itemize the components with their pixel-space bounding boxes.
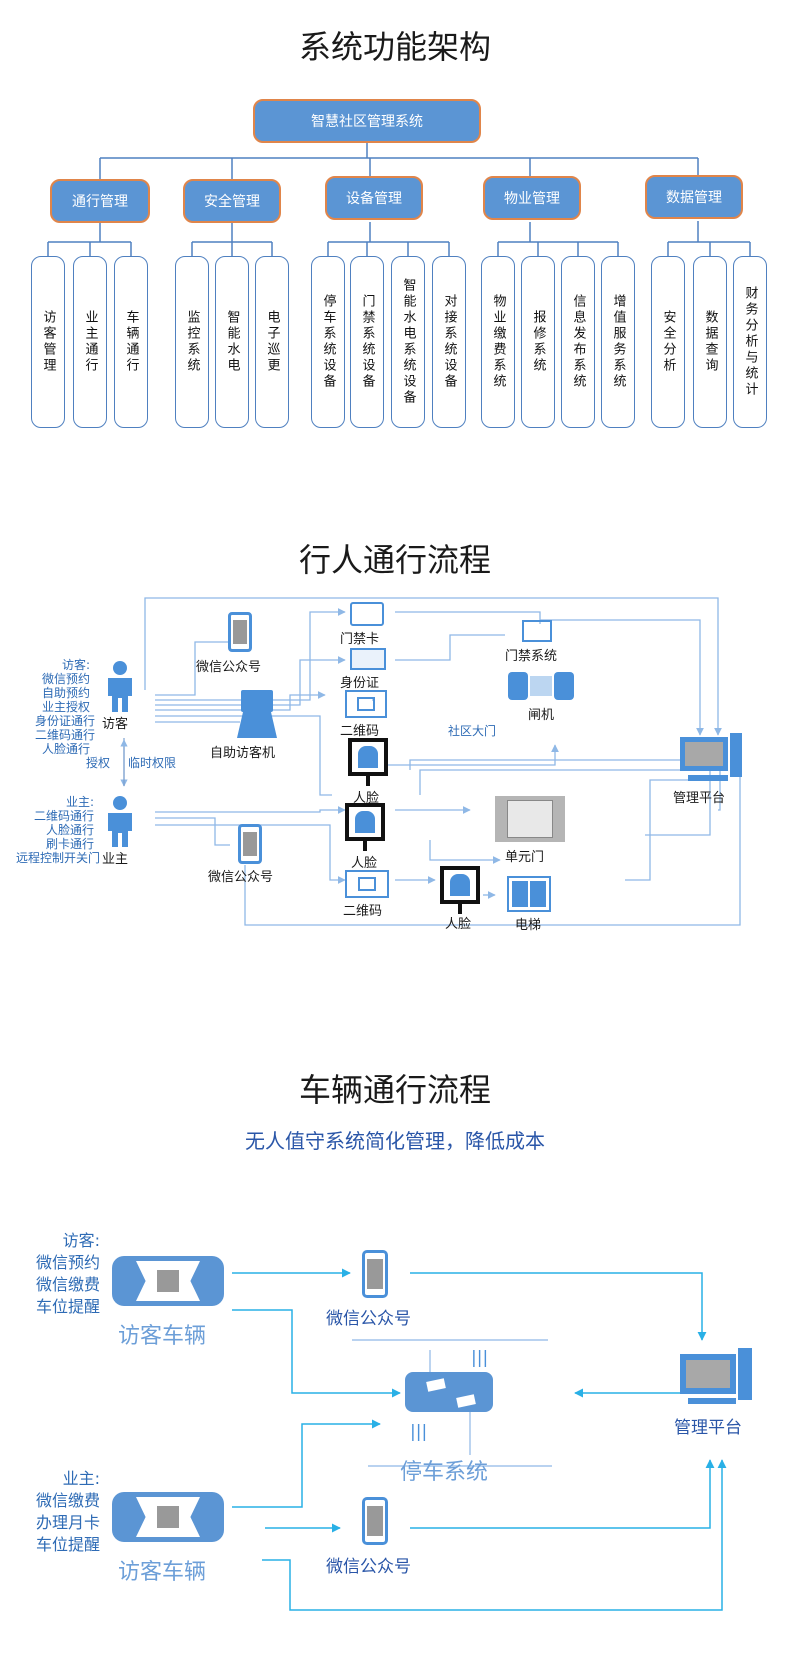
kiosk-label: 自助访客机: [210, 746, 276, 761]
owner-car-label: 访客车辆: [118, 1560, 207, 1585]
category-property: 物业管理: [483, 176, 581, 220]
face-label-2: 人脸: [351, 856, 378, 871]
leaf-node: 报修系统: [521, 256, 555, 428]
visitor-car-label: 访客车辆: [118, 1324, 207, 1349]
leaf-node: 监控系统: [175, 256, 209, 428]
vehicle-flow-subtitle: 无人值守系统简化管理，降低成本: [245, 1129, 545, 1153]
face-label-3: 人脸: [445, 917, 472, 932]
face-label-1: 人脸: [353, 791, 380, 806]
root-node: 智慧社区管理系统: [253, 99, 481, 143]
leaf-node: 车辆通行: [114, 256, 148, 428]
wechat-label-1: 微信公众号: [196, 660, 262, 675]
phone-icon: [362, 1497, 388, 1545]
visitor-notes: 访客: 微信预约 自助预约 业主授权 身份证通行 二维码通行 人脸通行: [35, 658, 96, 756]
face-scanner-icon: [440, 866, 480, 904]
idcard-label: 身份证: [340, 676, 380, 691]
qr-label-2: 二维码: [343, 904, 383, 919]
community-gate-label: 社区大门: [448, 724, 497, 738]
leaf-node: 增值服务系统: [601, 256, 635, 428]
parking-barrier-icon: [405, 1372, 493, 1412]
category-traffic: 通行管理: [50, 179, 150, 223]
pedestrian-flow-title: 行人通行流程: [298, 541, 491, 579]
scanner-stand: [458, 904, 462, 914]
elevator-label: 电梯: [515, 918, 542, 933]
visitor-label: 访客: [102, 717, 129, 732]
face-scanner-icon: [345, 803, 385, 841]
leaf-node: 信息发布系统: [561, 256, 595, 428]
car-icon: [112, 1256, 224, 1306]
leaf-node: 数据查询: [693, 256, 727, 428]
kiosk-icon: [237, 690, 277, 740]
leaf-node: 物业缴费系统: [481, 256, 515, 428]
scanner-stand: [363, 841, 367, 851]
temp-permission-label: 临时权限: [128, 756, 177, 770]
leaf-node: 智能水电系统设备: [391, 256, 425, 428]
scanner-stand: [366, 776, 370, 786]
id-card-icon: [350, 648, 386, 670]
unit-door-label: 单元门: [505, 850, 545, 865]
leaf-node: 智能水电: [215, 256, 249, 428]
parking-system-label: 停车系统: [400, 1460, 489, 1485]
turnstile-gate-icon: [508, 672, 574, 700]
qr-code-icon: [345, 870, 389, 898]
phone-icon: [238, 824, 262, 864]
phone-icon: [362, 1250, 388, 1298]
auth-label: 授权: [86, 756, 111, 770]
phone-icon: [228, 612, 252, 652]
visitor-person-icon: [108, 661, 132, 712]
vehicle-owner-notes: 业主: 微信缴费 办理月卡 车位提醒: [35, 1469, 100, 1554]
category-security: 安全管理: [183, 179, 281, 223]
leaf-node: 访客管理: [31, 256, 65, 428]
leaf-node: 停车系统设备: [311, 256, 345, 428]
vehicle-wechat-label-1: 微信公众号: [326, 1309, 411, 1329]
signal-bars-icon: |||: [410, 1422, 428, 1442]
leaf-node: 对接系统设备: [432, 256, 466, 428]
vehicle-platform-label: 管理平台: [674, 1418, 742, 1438]
access-system-icon: [522, 620, 552, 642]
leaf-node: 门禁系统设备: [350, 256, 384, 428]
wechat-label-2: 微信公众号: [208, 870, 274, 885]
leaf-node: 电子巡更: [255, 256, 289, 428]
owner-notes: 业主: 二维码通行 人脸通行 刷卡通行 远程控制开关门: [16, 795, 101, 865]
computer-icon: [680, 733, 742, 785]
platform-label: 管理平台: [673, 791, 726, 806]
signal-bars-icon: |||: [471, 1348, 489, 1368]
access-system-label: 门禁系统: [505, 649, 558, 664]
vehicle-wechat-label-2: 微信公众号: [326, 1557, 411, 1577]
architecture-title: 系统功能架构: [298, 28, 491, 66]
computer-icon: [680, 1348, 752, 1408]
leaf-node: 业主通行: [73, 256, 107, 428]
face-scanner-icon: [348, 738, 388, 776]
owner-label: 业主: [102, 852, 129, 867]
qr-label-1: 二维码: [340, 724, 380, 739]
gate-label: 闸机: [528, 708, 555, 723]
category-data: 数据管理: [645, 175, 743, 219]
card-label: 门禁卡: [340, 632, 380, 647]
vehicle-visitor-notes: 访客: 微信预约 微信缴费 车位提醒: [35, 1231, 100, 1316]
unit-door-icon: [495, 796, 565, 842]
car-icon: [112, 1492, 224, 1542]
leaf-node: 财务分析与统计: [733, 256, 767, 428]
category-equipment: 设备管理: [325, 176, 423, 220]
leaf-node: 安全分析: [651, 256, 685, 428]
access-card-icon: [350, 602, 384, 626]
elevator-icon: [507, 876, 551, 912]
owner-person-icon: [108, 796, 132, 847]
qr-code-icon: [345, 690, 387, 718]
vehicle-flow-title: 车辆通行流程: [298, 1071, 491, 1109]
